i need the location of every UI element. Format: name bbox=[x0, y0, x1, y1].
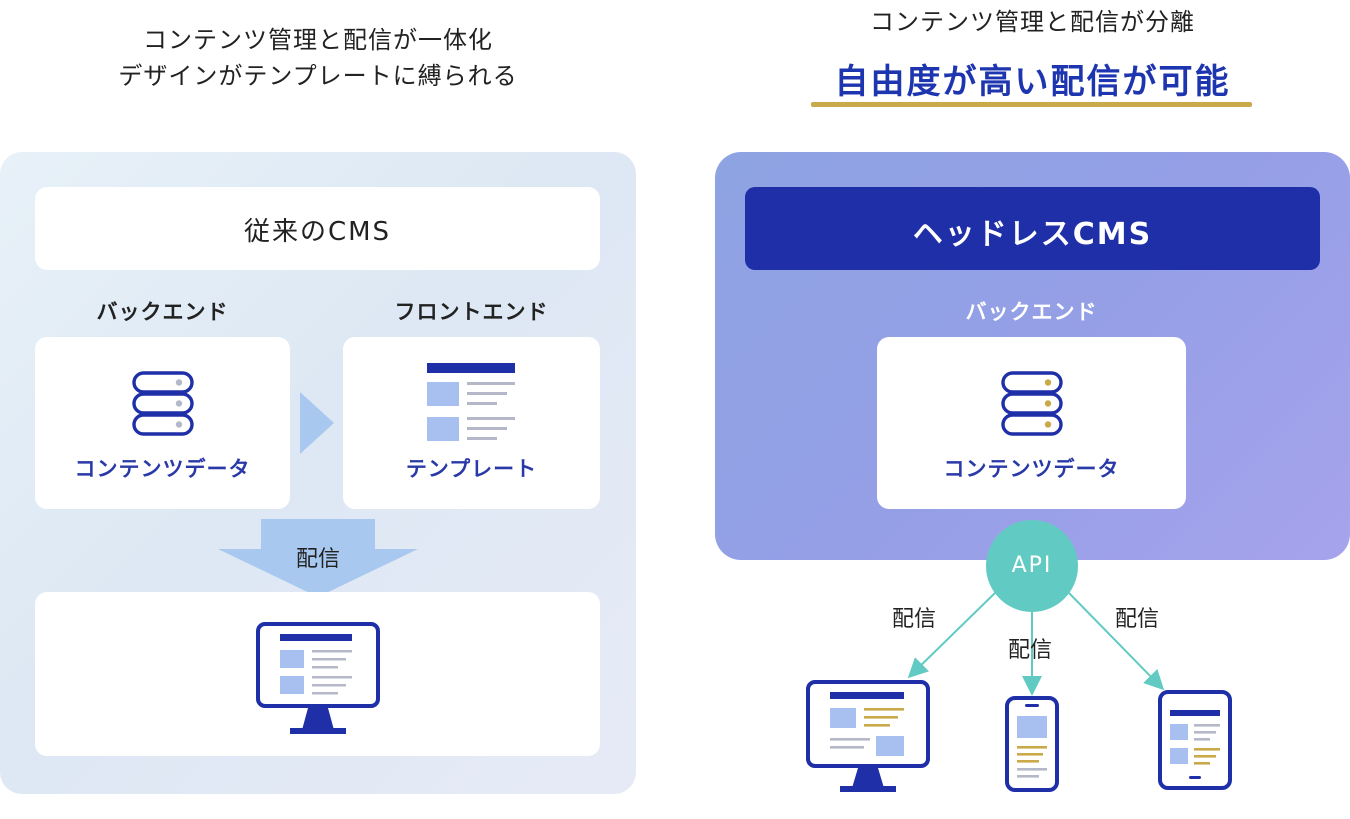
database-icon bbox=[1001, 371, 1063, 436]
left-template-card: テンプレート bbox=[343, 337, 600, 509]
monitor-icon bbox=[806, 680, 930, 792]
right-content-data-label: コンテンツデータ bbox=[943, 457, 1120, 481]
monitor-icon bbox=[256, 622, 380, 734]
database-icon bbox=[132, 371, 194, 436]
traditional-cms-title-card: 従来のCMS bbox=[35, 187, 600, 270]
right-headline: 自由度が高い配信が可能 bbox=[834, 62, 1231, 102]
delivery-label-left: 配信 bbox=[892, 607, 937, 632]
left-frontend-label: フロントエンド bbox=[394, 300, 549, 324]
arrow-right-icon bbox=[300, 392, 334, 454]
delivery-label-center: 配信 bbox=[1008, 638, 1053, 663]
delivery-label-right: 配信 bbox=[1115, 607, 1160, 632]
left-backend-label: バックエンド bbox=[96, 300, 229, 324]
left-caption: コンテンツ管理と配信が一体化 デザインがテンプレートに縛られる bbox=[0, 22, 636, 94]
arrow-down-icon bbox=[218, 519, 418, 597]
traditional-cms-title: 従来のCMS bbox=[243, 217, 392, 247]
left-caption-line1: コンテンツ管理と配信が一体化 bbox=[143, 26, 493, 54]
api-node: API bbox=[986, 520, 1078, 612]
headless-cms-title: ヘッドレスCMS bbox=[912, 217, 1153, 252]
right-caption: コンテンツ管理と配信が分離 bbox=[870, 8, 1195, 36]
left-content-data-label: コンテンツデータ bbox=[74, 457, 251, 481]
headless-cms-title-bar: ヘッドレスCMS bbox=[745, 187, 1320, 270]
left-delivery-label: 配信 bbox=[295, 547, 340, 572]
right-content-data-card: コンテンツデータ bbox=[877, 337, 1186, 509]
left-template-label: テンプレート bbox=[405, 457, 538, 481]
headline-underline bbox=[811, 102, 1252, 107]
right-backend-label: バックエンド bbox=[965, 300, 1098, 324]
left-caption-line2: デザインがテンプレートに縛られる bbox=[118, 62, 518, 90]
smartphone-icon bbox=[1005, 696, 1059, 792]
left-content-data-card: コンテンツデータ bbox=[35, 337, 290, 509]
template-layout-icon bbox=[427, 363, 515, 441]
tablet-icon bbox=[1158, 690, 1232, 790]
api-label: API bbox=[1011, 553, 1053, 578]
left-monitor-card bbox=[35, 592, 600, 756]
